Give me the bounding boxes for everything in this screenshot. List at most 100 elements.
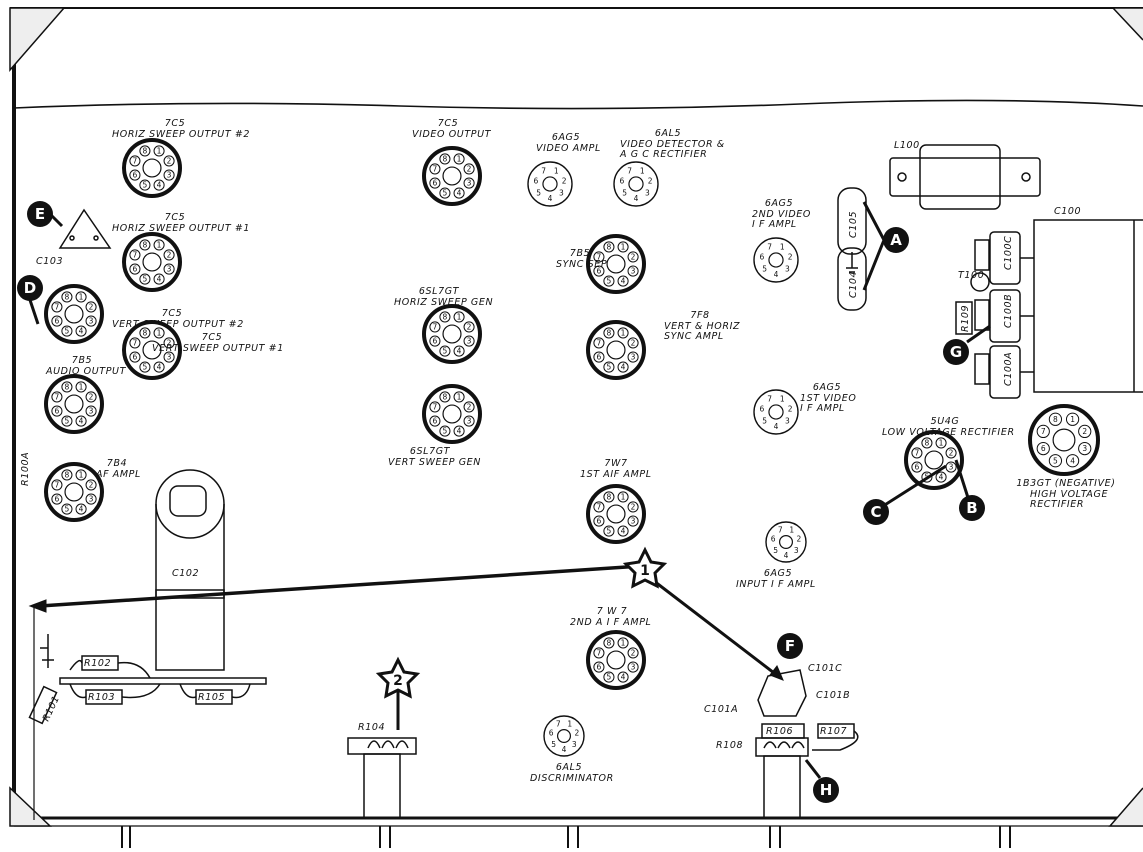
- pin-ring: [51, 479, 63, 491]
- pin-ring: [429, 163, 441, 175]
- pin-number: 4: [79, 417, 84, 426]
- pin-number: 7: [767, 395, 772, 404]
- pin-ring: [139, 145, 151, 157]
- pin-ring: [627, 661, 639, 673]
- socket-key: [606, 340, 626, 360]
- socket-ring: [422, 304, 482, 364]
- socket-ring: [904, 430, 964, 490]
- pin-number: 2: [796, 535, 801, 544]
- pin-number: 2: [562, 176, 567, 185]
- pin-number: 1: [457, 393, 462, 402]
- svg-text:E: E: [35, 205, 45, 223]
- pin-number: 1: [157, 329, 162, 338]
- pin-ring: [139, 273, 151, 285]
- pin-number: 2: [89, 393, 94, 402]
- svg-text:A: A: [890, 231, 902, 249]
- pin-number: 3: [794, 546, 799, 555]
- pin-number: 3: [467, 417, 472, 426]
- pin-ring: [51, 315, 63, 327]
- pin-number: 1: [79, 383, 84, 392]
- tube-type-label: 1B3GT (NEGATIVE): [1016, 478, 1115, 489]
- socket-key: [556, 728, 571, 743]
- pin-number: 3: [631, 663, 636, 672]
- pin-number: 5: [443, 347, 448, 356]
- pin-number: 7: [433, 165, 438, 174]
- pin-number: 4: [157, 181, 162, 190]
- tube-type-label: 7F8: [690, 310, 709, 321]
- pin-number: 2: [167, 339, 172, 348]
- pin-ring: [603, 241, 615, 253]
- pin-number: 8: [443, 155, 448, 164]
- pin-number: 5: [65, 505, 70, 514]
- pin-number: 8: [925, 439, 930, 448]
- pin-ring: [945, 447, 957, 459]
- pin-ring: [61, 291, 73, 303]
- pin-ring: [153, 145, 165, 157]
- tube-function-label: 2ND VIDEO: [752, 209, 811, 220]
- pin-number: 2: [467, 323, 472, 332]
- pin-number: 2: [89, 303, 94, 312]
- tube-type-label: 7 W 7: [597, 606, 628, 617]
- pin-ring: [439, 425, 451, 437]
- svg-text:G: G: [950, 343, 962, 361]
- socket-ring: [586, 234, 646, 294]
- pin-ring: [75, 381, 87, 393]
- socket-key: [64, 394, 84, 414]
- pin-number: 8: [143, 329, 148, 338]
- pin-number: 4: [457, 427, 462, 436]
- pin-number: 7: [597, 503, 602, 512]
- pin-number: 6: [771, 535, 776, 544]
- tube-type-label: 6AL5: [556, 762, 582, 773]
- tube-function-label: VIDEO OUTPUT: [412, 129, 492, 140]
- pin-ring: [153, 239, 165, 251]
- pin-number: 5: [607, 363, 612, 372]
- pin-number: 8: [143, 241, 148, 250]
- tube-type-label: 7C5: [438, 118, 459, 129]
- pin-number: 6: [597, 353, 602, 362]
- pin-number: 7: [627, 167, 632, 176]
- pin-number: 3: [89, 317, 94, 326]
- pin-ring: [627, 515, 639, 527]
- socket-key: [606, 504, 626, 524]
- tube-function-label: RECTIFIER: [1030, 499, 1084, 510]
- pin-number: 7: [597, 253, 602, 262]
- pin-ring: [463, 163, 475, 175]
- pin-number: 8: [607, 243, 612, 252]
- pin-number: 1: [157, 147, 162, 156]
- tube-type-label: 6AG5: [765, 198, 793, 209]
- pin-ring: [75, 415, 87, 427]
- pin-ring: [163, 351, 175, 363]
- pin-ring: [617, 361, 629, 373]
- socket-key: [142, 340, 162, 360]
- pin-ring: [85, 479, 97, 491]
- label-c100b: C100B: [1003, 294, 1014, 328]
- pin-ring: [139, 179, 151, 191]
- pin-ring: [439, 311, 451, 323]
- pin-number: 2: [788, 404, 793, 413]
- pin-number: 7: [597, 649, 602, 658]
- pin-number: 4: [79, 505, 84, 514]
- pin-ring: [51, 391, 63, 403]
- pin-number: 1: [621, 493, 626, 502]
- pin-number: 6: [433, 417, 438, 426]
- pin-ring: [153, 179, 165, 191]
- pin-ring: [439, 187, 451, 199]
- pin-ring: [453, 187, 465, 199]
- pin-number: 6: [597, 267, 602, 276]
- pin-number: 2: [631, 503, 636, 512]
- label-l100: L100: [894, 140, 920, 151]
- pin-number: 1: [79, 471, 84, 480]
- tube-type-label: 6SL7GT: [419, 286, 460, 297]
- pin-number: 6: [55, 317, 60, 326]
- pin-number: 2: [167, 157, 172, 166]
- pin-number: 2: [467, 403, 472, 412]
- tube-function-label: HORIZ SWEEP OUTPUT #2: [112, 129, 250, 140]
- pin-number: 3: [1082, 444, 1087, 453]
